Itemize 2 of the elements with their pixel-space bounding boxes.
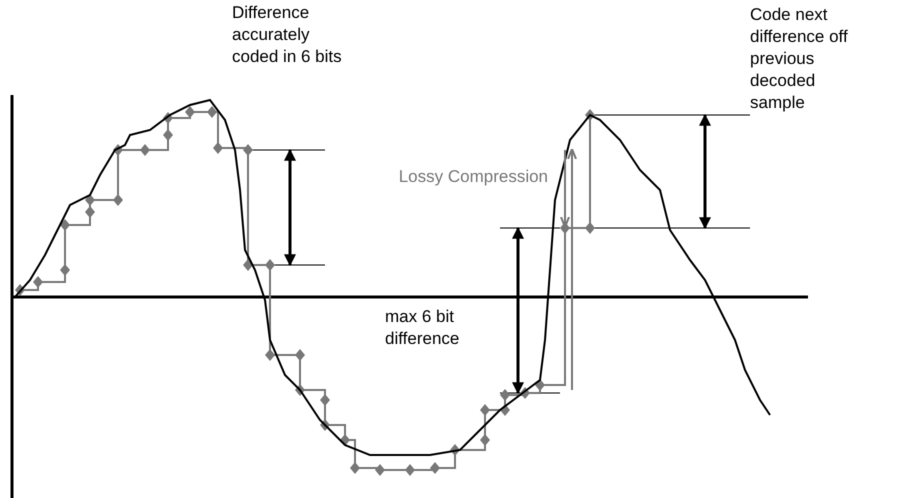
annotation-text: Difference accurately coded in 6 bits xyxy=(232,2,343,68)
annotation-text: Code next difference off previous decoded sample xyxy=(750,4,849,114)
